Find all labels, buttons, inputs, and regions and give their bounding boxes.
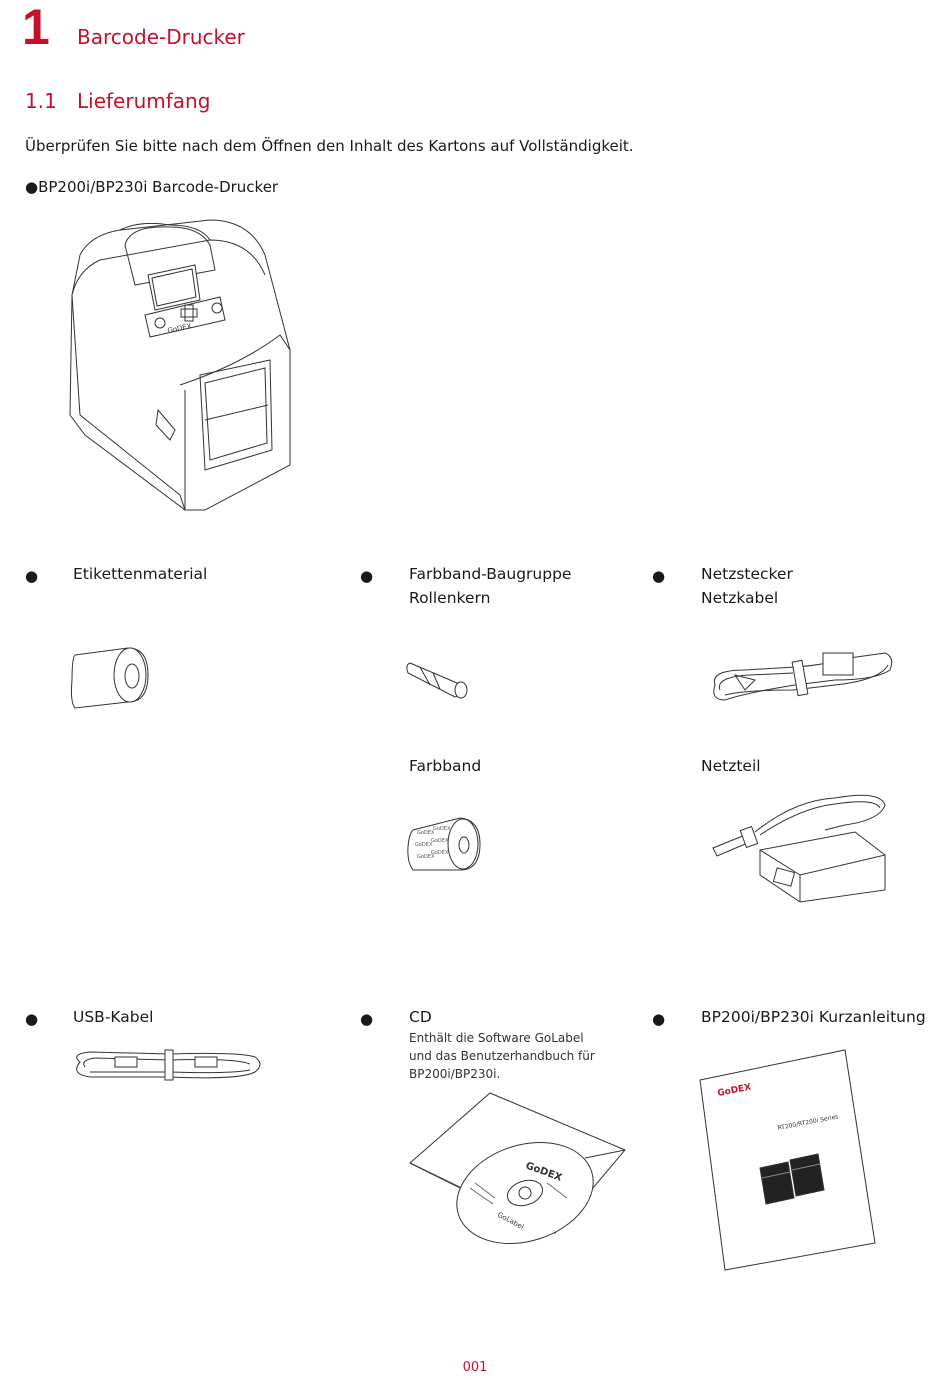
section-number: 1.1 [25, 89, 57, 113]
bullet-icon: ● [25, 567, 39, 585]
cd-note-line: und das Benutzerhandbuch für [409, 1049, 595, 1063]
item-ribbon-core: Rollenkern [409, 589, 491, 607]
power-supply-illustration [705, 790, 895, 905]
bullet-icon: ● [25, 1010, 39, 1028]
ribbon-logo: GoDEX [417, 854, 435, 860]
item-labels: Etikettenmaterial [73, 565, 208, 583]
ribbon-logo: GoDEX [431, 850, 449, 856]
item-power-plug: Netzstecker [701, 565, 793, 583]
bullet-icon: ● [360, 567, 374, 585]
ribbon-core-illustration [405, 655, 475, 700]
item-ribbon: Farbband [409, 757, 482, 775]
item-quick-guide: BP200i/BP230i Kurzanleitung [701, 1008, 926, 1026]
bullet-icon: ● [652, 567, 666, 585]
quick-guide-illustration: GoDEX RT200/RT200i Series [700, 1048, 880, 1273]
chapter-number: 1 [22, 0, 50, 55]
page-number: 001 [462, 1360, 488, 1375]
cd-illustration: GoDEX GoLabel [405, 1088, 630, 1248]
cd-note-line: Enthält die Software GoLabel [409, 1031, 584, 1045]
ribbon-logo: GoDEX [431, 838, 449, 844]
ribbon-logo: GoDEX [433, 826, 451, 832]
ribbon-illustration: GoDEX GoDEX GoDEX GoDEX GoDEX GoDEX [405, 812, 485, 874]
bullet-icon: ● [652, 1010, 666, 1028]
ribbon-logo: GoDEX [417, 830, 435, 836]
bullet-icon: ● [360, 1010, 374, 1028]
chapter-title: Barcode-Drucker [77, 25, 245, 49]
power-cable-illustration [705, 645, 895, 710]
label-roll-illustration [70, 640, 152, 710]
item-usb-cable: USB-Kabel [73, 1008, 154, 1026]
section-title: Lieferumfang [77, 89, 211, 113]
intro-text: Überprüfen Sie bitte nach dem Öffnen den… [25, 137, 634, 155]
usb-cable-illustration [70, 1042, 265, 1087]
ribbon-logo: GoDEX [415, 842, 433, 848]
printer-label: ●BP200i/BP230i Barcode-Drucker [25, 178, 279, 196]
item-power-supply: Netzteil [701, 757, 761, 775]
item-power-cable: Netzkabel [701, 589, 779, 607]
cd-note-line: BP200i/BP230i. [409, 1067, 501, 1081]
item-cd: CD [409, 1008, 432, 1026]
item-ribbon-assembly: Farbband-Baugruppe [409, 565, 572, 583]
printer-illustration: GoDEX [60, 215, 300, 515]
